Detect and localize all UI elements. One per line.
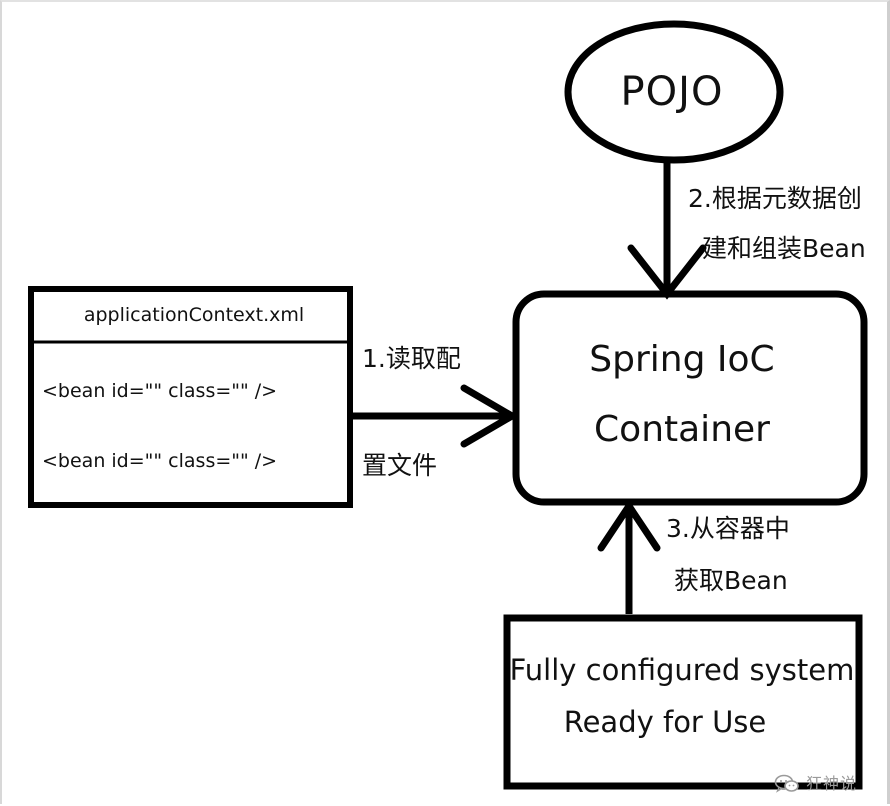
arrow-read-head [460, 384, 519, 448]
step-get-bean-line-1: 3.从容器中 [666, 514, 790, 543]
container-box [512, 290, 868, 506]
arrow-get-head [597, 499, 661, 552]
config-file-title: applicationContext.xml [83, 304, 305, 326]
step-read-config-line-1: 1.读取配 [362, 344, 461, 373]
watermark-text: 狂神说 [806, 774, 858, 793]
watermark: 狂神说 [774, 772, 857, 796]
step-read-config-line-2: 置文件 [362, 451, 438, 480]
step-build-beans-line-2: 建和组装Bean [702, 234, 866, 263]
step-get-bean-line-2: 获取Bean [674, 566, 788, 595]
config-file-box [28, 286, 353, 508]
container-title-line-1: Spring IoC [589, 339, 775, 380]
system-box [503, 614, 863, 790]
system-title-line-1: Fully configured system [509, 653, 855, 687]
step-build-beans-line-1: 2.根据元数据创 [688, 184, 862, 213]
bean-definition-2: <bean id="" class="" /> [42, 450, 278, 472]
arrow-build-head [627, 244, 707, 300]
system-title-line-2: Ready for Use [563, 705, 767, 739]
bean-definition-1: <bean id="" class="" /> [42, 380, 278, 402]
pojo-label: POJO [620, 69, 724, 115]
wechat-bubbles-icon [774, 774, 799, 793]
container-title-line-2: Container [594, 409, 770, 450]
pojo-ellipse [564, 20, 784, 164]
